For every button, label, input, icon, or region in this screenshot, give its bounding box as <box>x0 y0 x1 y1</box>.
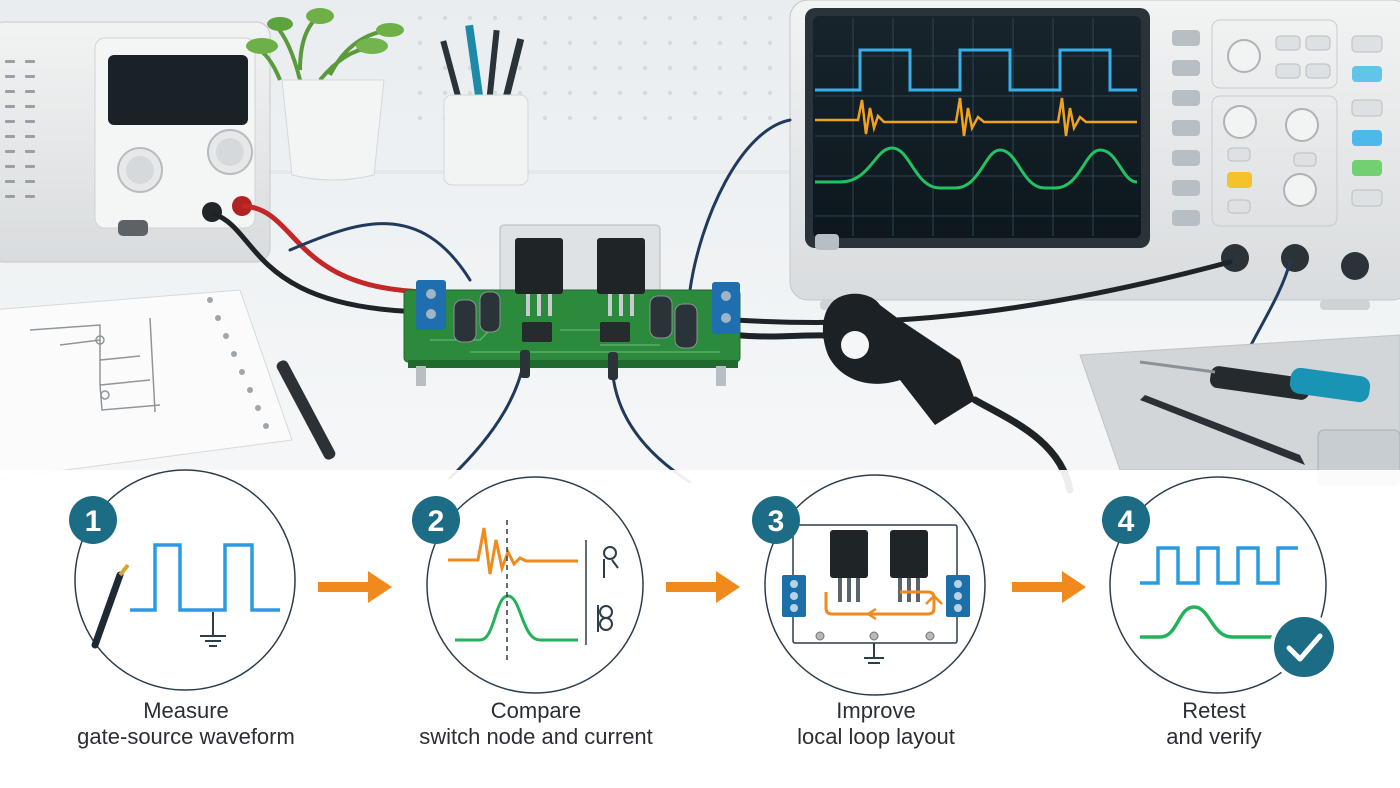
arrow-1-2 <box>318 571 392 603</box>
retest-waveform-green <box>1140 605 1282 639</box>
step-1-title: Measure <box>143 698 229 723</box>
step-badge-3 <box>752 496 800 544</box>
current-probe <box>822 293 975 425</box>
gate-waveform <box>130 543 280 612</box>
potted-plant <box>246 8 404 181</box>
scope-trace-blue <box>815 48 1137 92</box>
step-3-title: Improve <box>836 698 916 723</box>
ground-icon <box>864 643 884 664</box>
step-3: 3 <box>752 474 986 696</box>
oscilloscope <box>789 0 1400 310</box>
step-number-4: 4 <box>1118 505 1135 538</box>
loop-icon <box>824 590 936 616</box>
pegboard <box>417 15 773 121</box>
step-badge-4 <box>1102 496 1150 544</box>
tool-mat <box>1079 334 1400 486</box>
step-4-title: Retest <box>1182 698 1246 723</box>
scope-trace-orange <box>815 97 1137 137</box>
pcb-board <box>403 224 741 386</box>
step-4: 4 <box>1102 476 1338 694</box>
switch-node-icon <box>603 546 619 578</box>
current-waveform <box>455 594 578 642</box>
retest-waveform-blue <box>1140 546 1298 585</box>
ground-icon <box>200 612 226 647</box>
pen <box>276 360 336 460</box>
step-2-caption: Compare switch node and current <box>386 698 686 750</box>
step-badge-2 <box>412 496 460 544</box>
step-4-subtitle: and verify <box>1166 724 1262 749</box>
scope-trace-green <box>815 146 1138 190</box>
arrow-3-4 <box>1012 571 1086 603</box>
pen-holder <box>440 24 529 186</box>
step-number-2: 2 <box>428 505 445 538</box>
probe-icon <box>91 563 130 649</box>
current-icon <box>597 605 613 632</box>
notebook <box>0 289 293 480</box>
step-number-3: 3 <box>768 505 785 538</box>
step-4-caption: Retest and verify <box>1064 698 1364 750</box>
arrow-2-3 <box>666 571 740 603</box>
step-1: 1 <box>69 469 296 691</box>
power-supply <box>0 21 271 263</box>
check-badge <box>1270 613 1338 681</box>
step-3-subtitle: local loop layout <box>797 724 955 749</box>
check-icon <box>1286 633 1323 662</box>
step-number-1: 1 <box>85 505 102 538</box>
step-1-subtitle: gate-source waveform <box>77 724 295 749</box>
step-2-subtitle: switch node and current <box>419 724 653 749</box>
step-2-title: Compare <box>490 698 582 723</box>
switch-node-waveform <box>448 527 578 575</box>
step-1-caption: Measure gate-source waveform <box>36 698 336 750</box>
step-3-caption: Improve local loop layout <box>726 698 1026 750</box>
step-badge-1 <box>69 496 117 544</box>
step-2: 2 <box>412 476 644 694</box>
